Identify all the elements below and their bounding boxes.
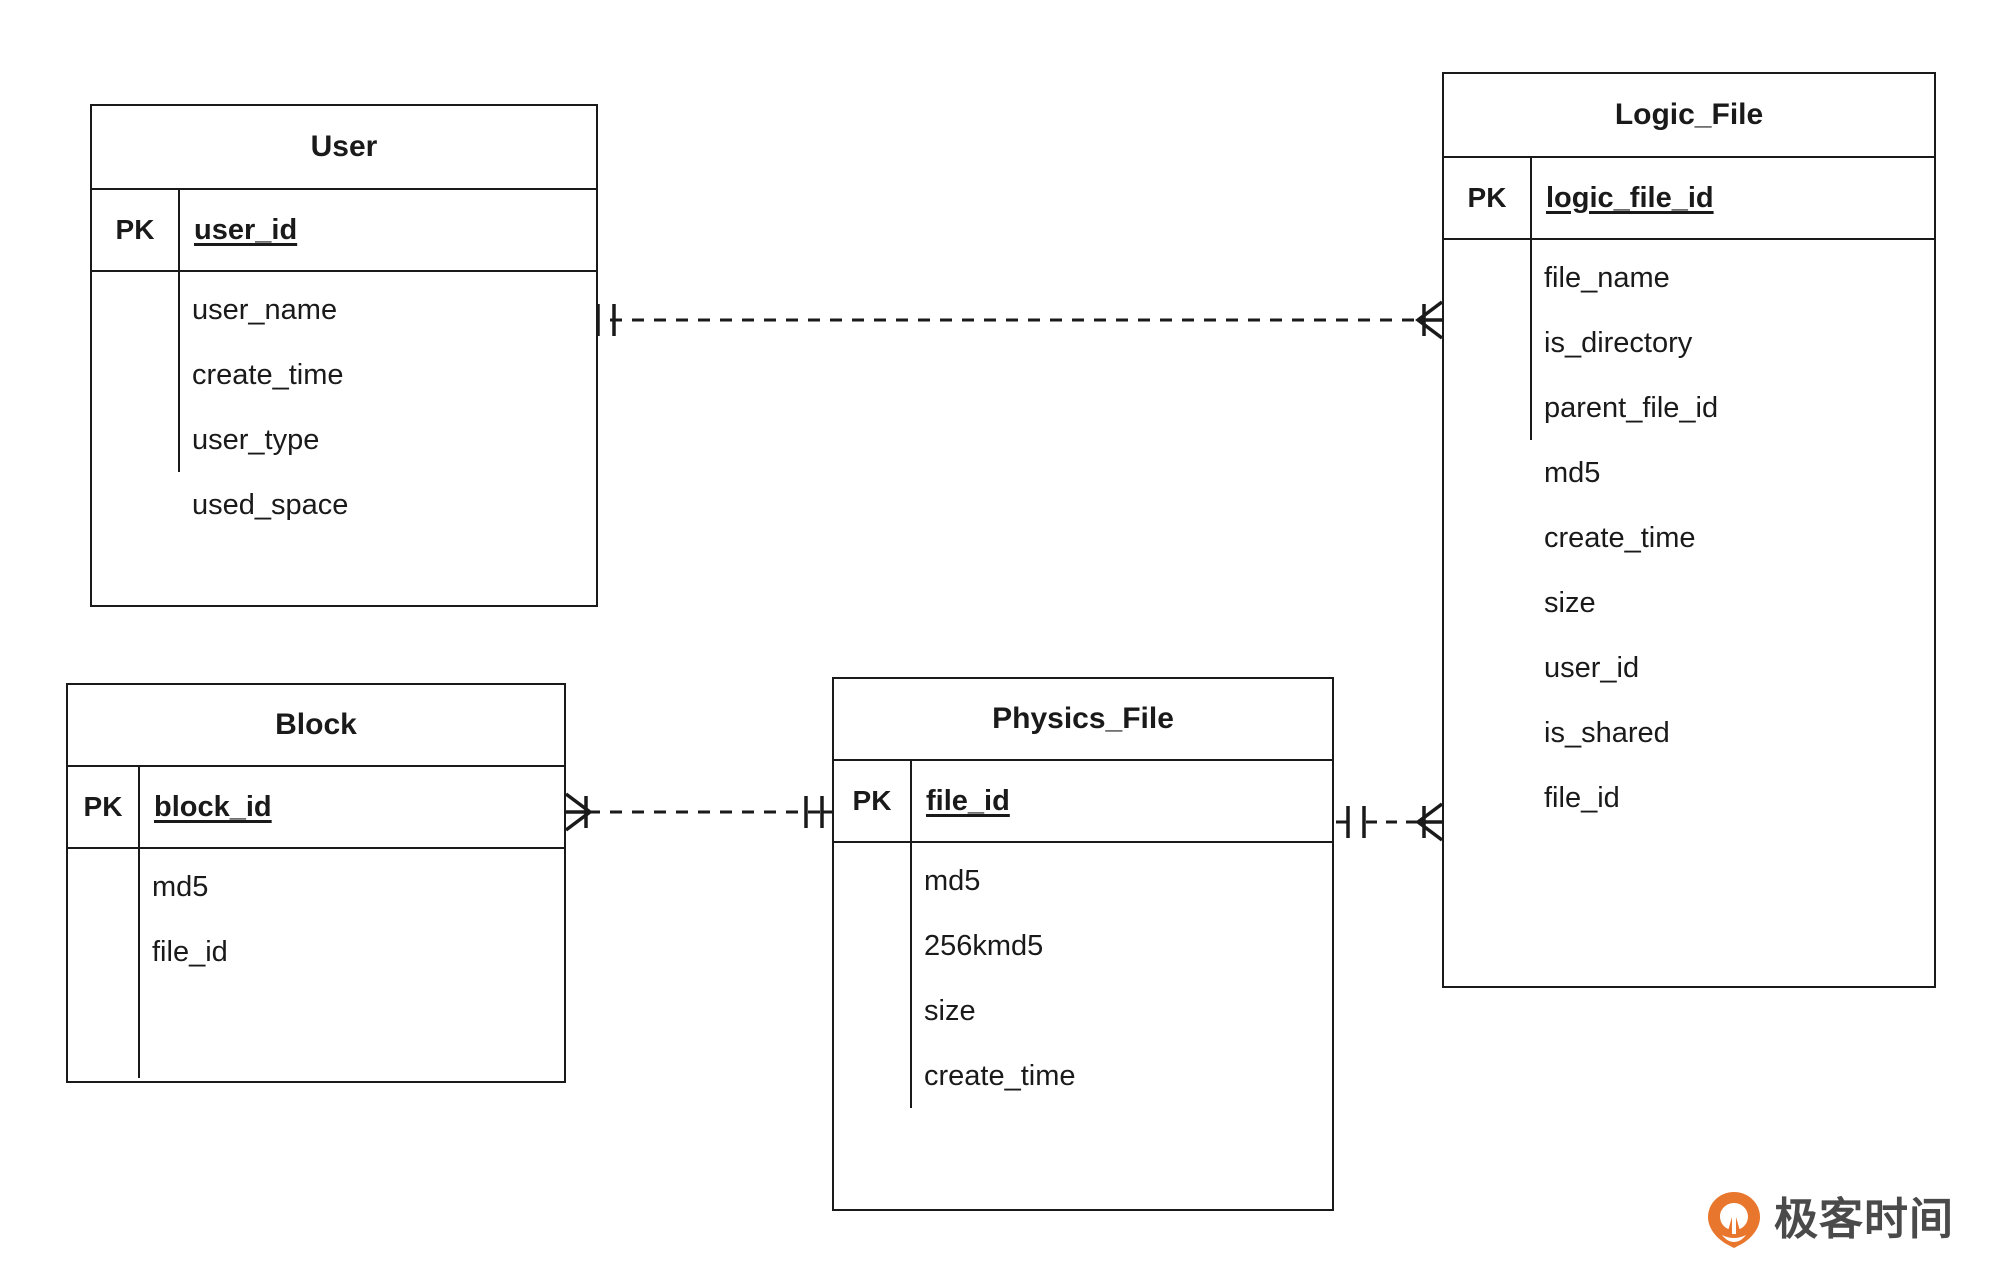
attribute-is-shared: is_shared bbox=[1544, 717, 1670, 749]
entity-title-user: User bbox=[92, 106, 596, 190]
entity-title-physics-file: Physics_File bbox=[834, 679, 1332, 761]
relationship-user-to-logic-file bbox=[586, 300, 1444, 340]
attribute-used-space: used_space bbox=[192, 489, 349, 521]
entity-user[interactable]: User PK user_id user_name create_time us… bbox=[90, 104, 598, 607]
pk-field-block-id: block_id bbox=[154, 790, 272, 823]
entity-title-block: Block bbox=[68, 685, 564, 767]
attribute-body-block: md5 file_id bbox=[68, 849, 564, 1078]
attribute-is-directory: is_directory bbox=[1544, 327, 1693, 359]
relationship-physics-file-to-logic-file bbox=[1336, 802, 1444, 842]
pk-row-physics-file: PK file_id bbox=[834, 761, 1332, 843]
attribute-file-id: file_id bbox=[1544, 782, 1620, 814]
crowsfoot-many-icon bbox=[1415, 802, 1444, 842]
attribute-column-divider bbox=[909, 843, 912, 1108]
crowsfoot-many-icon bbox=[564, 792, 593, 832]
attribute-256kmd5: 256kmd5 bbox=[924, 930, 1044, 962]
attribute-column-divider bbox=[1529, 240, 1532, 440]
pk-tag: PK bbox=[1444, 158, 1532, 238]
attribute-size: size bbox=[1544, 587, 1596, 619]
attribute-size: size bbox=[924, 995, 976, 1027]
relationship-block-to-physics-file bbox=[564, 792, 832, 832]
attribute-column-divider bbox=[177, 272, 180, 472]
geektime-drop-icon bbox=[1708, 1192, 1760, 1248]
pk-field-file-id: file_id bbox=[926, 784, 1010, 817]
watermark-logo: 极客时间 bbox=[1706, 1190, 1954, 1250]
entity-title-logic-file: Logic_File bbox=[1444, 74, 1934, 158]
entity-block[interactable]: Block PK block_id md5 file_id bbox=[66, 683, 566, 1083]
attribute-create-time: create_time bbox=[924, 1060, 1076, 1092]
attribute-parent-file-id: parent_file_id bbox=[1544, 392, 1719, 424]
attribute-user-id: user_id bbox=[1544, 652, 1640, 684]
attribute-md5: md5 bbox=[1544, 457, 1601, 489]
pk-field-user-id: user_id bbox=[194, 213, 298, 246]
crowsfoot-many-icon bbox=[1415, 300, 1444, 340]
pk-tag: PK bbox=[834, 761, 912, 841]
pk-row-logic-file: PK logic_file_id bbox=[1444, 158, 1934, 240]
pk-field-logic-file-id: logic_file_id bbox=[1546, 181, 1714, 214]
attribute-body-user: user_name create_time user_type used_spa… bbox=[92, 272, 596, 602]
attribute-user-type: user_type bbox=[192, 424, 320, 456]
attribute-md5: md5 bbox=[924, 865, 981, 897]
pk-row-block: PK block_id bbox=[68, 767, 564, 849]
entity-logic-file[interactable]: Logic_File PK logic_file_id file_name is… bbox=[1442, 72, 1936, 988]
watermark-text: 极客时间 bbox=[1774, 1195, 1954, 1244]
attribute-md5: md5 bbox=[152, 871, 209, 903]
attribute-body-physics-file: md5 256kmd5 size create_time bbox=[834, 843, 1332, 1208]
pk-tag: PK bbox=[68, 767, 140, 847]
pk-tag: PK bbox=[92, 190, 180, 270]
attribute-file-name: file_name bbox=[1544, 262, 1670, 294]
attribute-file-id: file_id bbox=[152, 936, 228, 968]
attribute-column-divider bbox=[137, 849, 140, 1078]
attribute-create-time: create_time bbox=[192, 359, 344, 391]
pk-row-user: PK user_id bbox=[92, 190, 596, 272]
attribute-create-time: create_time bbox=[1544, 522, 1696, 554]
attribute-body-logic-file: file_name is_directory parent_file_id md… bbox=[1444, 240, 1934, 983]
entity-physics-file[interactable]: Physics_File PK file_id md5 256kmd5 size… bbox=[832, 677, 1334, 1211]
attribute-user-name: user_name bbox=[192, 294, 338, 326]
